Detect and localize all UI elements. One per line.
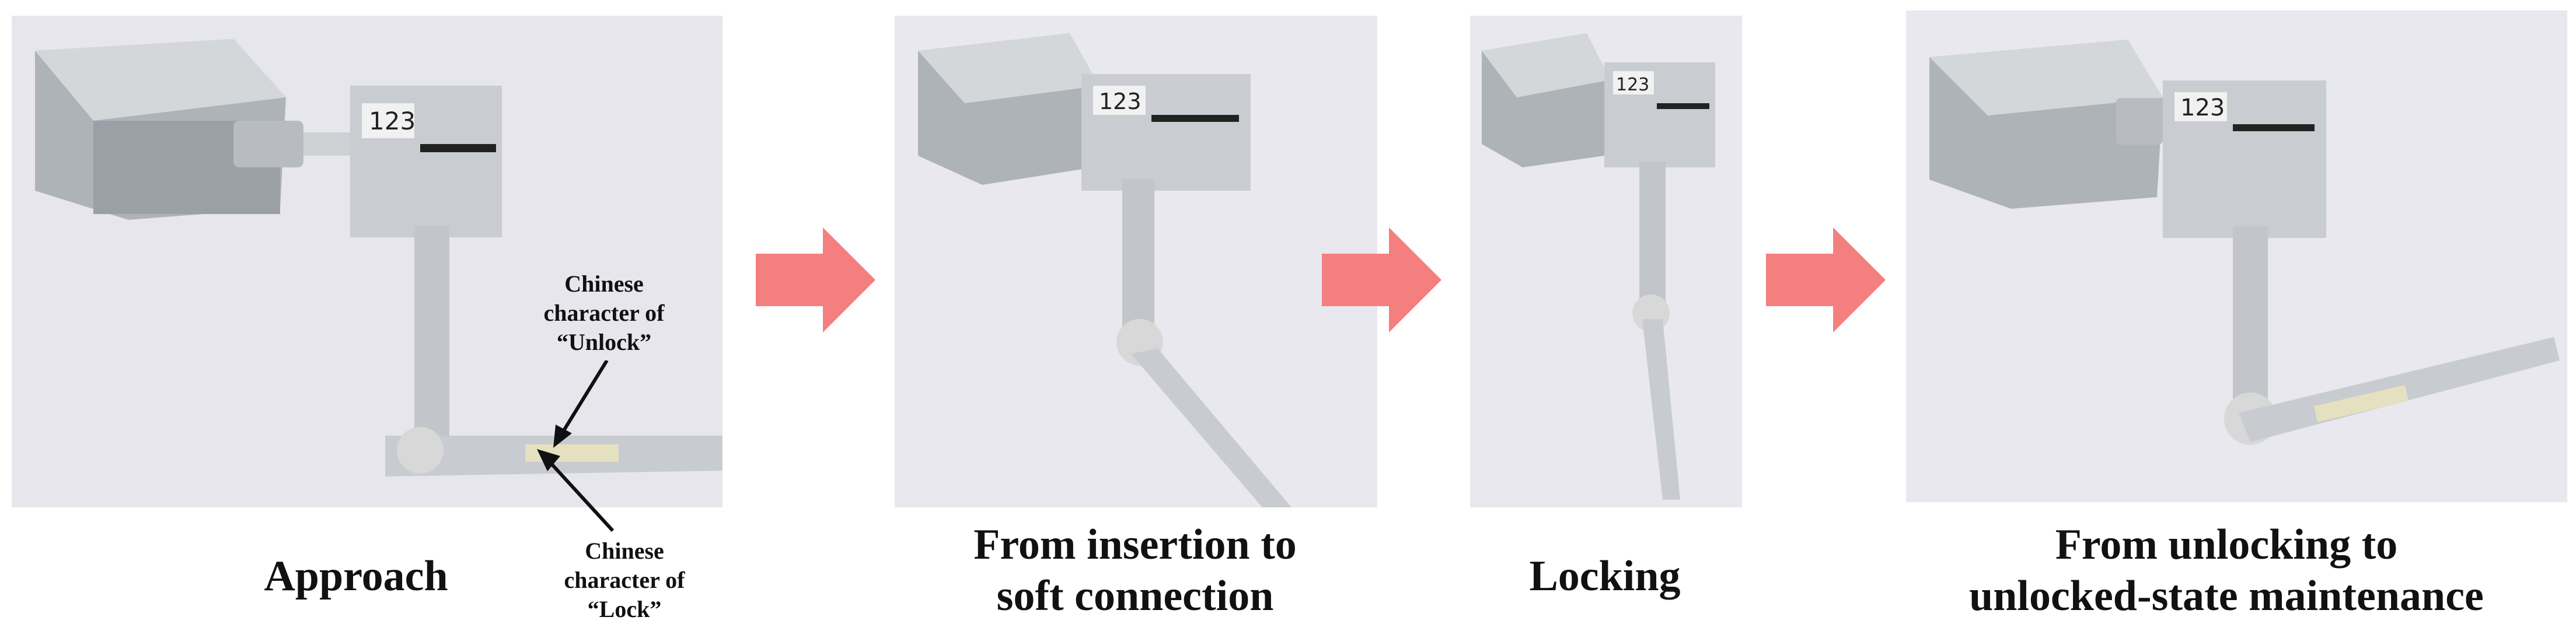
caption-insertion: From insertion to soft connection [843, 519, 1427, 622]
photo-unlocking: 123 [1906, 10, 2567, 502]
caption-approach: Approach [175, 551, 537, 602]
right-arrow-icon [1766, 227, 1886, 332]
svg-text:123: 123 [1099, 89, 1142, 114]
caption-approach-line1: Approach [264, 552, 448, 600]
annotation-lock-line1: Chinese [585, 538, 664, 564]
annotation-lock-line2: character of [564, 567, 685, 593]
annotation-unlock-line1: Chinese [564, 271, 644, 297]
photo-locking: 123 [1470, 16, 1742, 507]
arrow-shape [1766, 227, 1886, 332]
annotation-unlock: Chinese character of “Unlock” [528, 269, 680, 357]
caption-insertion-line2: soft connection [996, 572, 1274, 620]
photo-insertion: 123 [895, 16, 1377, 507]
arrow-shape [1322, 227, 1441, 332]
photo-approach: 123 [12, 16, 722, 507]
annotation-unlock-pointer [553, 360, 609, 448]
right-arrow-icon [1322, 227, 1441, 332]
annotation-lock: Chinese character of “Lock” [543, 537, 706, 624]
arrow-shape [756, 227, 875, 332]
annotation-unlock-line3: “Unlock” [556, 329, 652, 355]
svg-text:123: 123 [369, 107, 416, 135]
caption-unlocking-line2: unlocked-state maintenance [1969, 572, 2484, 620]
caption-unlocking: From unlocking to unlocked-state mainten… [1879, 519, 2574, 622]
caption-unlocking-line1: From unlocking to [2055, 521, 2398, 569]
right-arrow-icon [756, 227, 875, 332]
svg-text:123: 123 [1616, 75, 1649, 95]
annotation-unlock-line2: character of [543, 300, 665, 326]
caption-insertion-line1: From insertion to [973, 521, 1297, 569]
svg-text:123: 123 [2180, 94, 2225, 121]
annotation-lock-pointer [537, 449, 615, 532]
annotation-lock-line3: “Lock” [587, 596, 662, 622]
caption-locking: Locking [1430, 551, 1780, 602]
caption-locking-line1: Locking [1529, 552, 1681, 600]
